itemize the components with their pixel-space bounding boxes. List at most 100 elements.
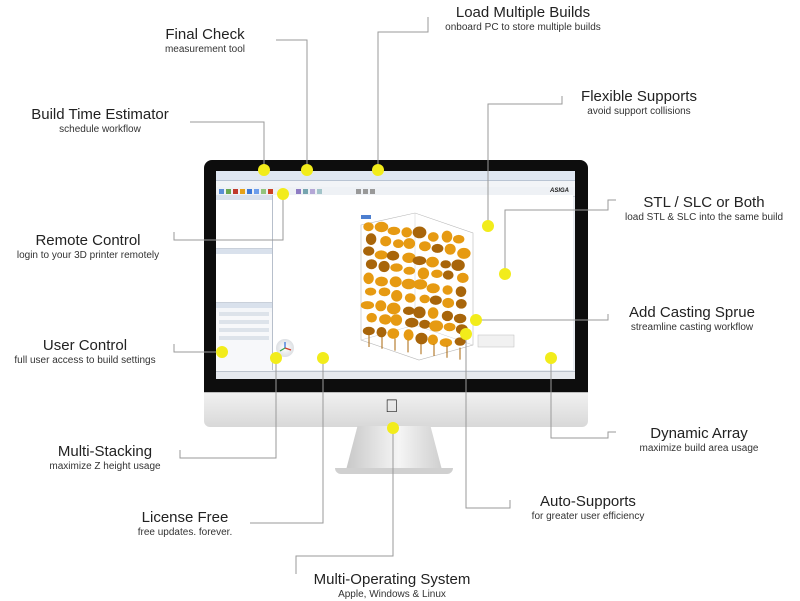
- toolbar-stop-icon[interactable]: [268, 189, 273, 194]
- printed-part: [413, 279, 428, 290]
- toolbar-layout-icon[interactable]: [261, 189, 266, 194]
- toolbar-zoom-in-icon[interactable]: [356, 189, 361, 194]
- marker-license-free[interactable]: [317, 352, 329, 364]
- printed-part: [389, 276, 402, 288]
- printed-part: [429, 295, 442, 305]
- printed-part: [419, 294, 430, 304]
- properties-pane[interactable]: [216, 254, 272, 303]
- callout-subtitle: maximize build area usage: [639, 443, 759, 454]
- callout-load-multiple-builds: Load Multiple Builds onboard PC to store…: [418, 4, 628, 34]
- toolbar-slice-icon[interactable]: [247, 189, 252, 194]
- marker-load-builds[interactable]: [372, 164, 384, 176]
- printed-part: [378, 260, 390, 273]
- callout-title: Multi-Stacking: [57, 443, 153, 460]
- printed-part: [453, 313, 467, 324]
- marker-stl-slc[interactable]: [499, 268, 511, 280]
- build-tree-header: [216, 195, 272, 200]
- callout-title: User Control: [42, 337, 128, 354]
- printed-part: [454, 337, 466, 346]
- callout-multi-operating-system: Multi-Operating System Apple, Windows & …: [292, 571, 492, 601]
- transform-field[interactable]: [219, 336, 269, 340]
- marker-dynamic-array[interactable]: [545, 352, 557, 364]
- toolbar-rotate-icon[interactable]: [303, 189, 308, 194]
- callout-title: Add Casting Sprue: [629, 304, 755, 321]
- orientation-axes-icon: [279, 342, 292, 352]
- marker-user-control[interactable]: [216, 346, 228, 358]
- axis-marker: [361, 215, 371, 219]
- printed-part: [363, 222, 374, 232]
- orientation-gizmo[interactable]: [276, 339, 294, 357]
- toolbar-support-icon[interactable]: [240, 189, 245, 194]
- transform-field[interactable]: [219, 328, 269, 332]
- marker-remote-control[interactable]: [277, 188, 289, 200]
- marker-auto-supports[interactable]: [460, 328, 472, 340]
- callout-title: Final Check: [165, 26, 245, 43]
- transform-pane[interactable]: [216, 312, 272, 372]
- toolbar-scale-icon[interactable]: [310, 189, 315, 194]
- printed-part: [403, 266, 416, 275]
- callout-subtitle: onboard PC to store multiple builds: [445, 22, 601, 33]
- marker-casting-sprue[interactable]: [470, 314, 482, 326]
- toolbar-move-icon[interactable]: [317, 189, 322, 194]
- callout-subtitle: Apple, Windows & Linux: [338, 589, 446, 600]
- toolbar-zoom-out-icon[interactable]: [363, 189, 368, 194]
- printed-part: [413, 306, 426, 319]
- printed-part: [442, 297, 455, 309]
- toolbar-fit-icon[interactable]: [370, 189, 375, 194]
- callout-title: Build Time Estimator: [31, 106, 169, 123]
- printed-part: [378, 287, 391, 297]
- leader-user-control: [173, 344, 222, 353]
- marker-multi-stacking[interactable]: [270, 352, 282, 364]
- marker-flexible-supports[interactable]: [482, 220, 494, 232]
- printed-part: [393, 239, 404, 248]
- printed-part: [455, 299, 467, 309]
- leader-license-free: [250, 358, 324, 524]
- marker-final-check[interactable]: [301, 164, 313, 176]
- callout-subtitle: load STL & SLC into the same build: [624, 212, 784, 223]
- marker-build-time[interactable]: [258, 164, 270, 176]
- printed-part: [427, 334, 438, 346]
- 3d-viewport[interactable]: [273, 195, 573, 370]
- build-tree-pane[interactable]: [216, 200, 272, 249]
- toolbar-view-icon[interactable]: [296, 189, 301, 194]
- toolbar-delete-icon[interactable]: [233, 189, 238, 194]
- printed-part: [415, 332, 428, 345]
- printed-part: [363, 272, 374, 285]
- toolbar-open-icon[interactable]: [219, 189, 224, 194]
- leader-multi-os: [295, 428, 394, 574]
- printed-part: [374, 221, 389, 233]
- toolbar-print-icon[interactable]: [254, 189, 259, 194]
- printed-part: [412, 226, 427, 239]
- stacked-parts[interactable]: [360, 221, 471, 360]
- leader-flexible-supports: [487, 96, 563, 226]
- transform-field[interactable]: [219, 312, 269, 316]
- callout-dynamic-array: Dynamic Array maximize build area usage: [614, 425, 784, 455]
- callout-user-control: User Control full user access to build s…: [0, 337, 170, 367]
- printed-part: [363, 246, 375, 256]
- printed-part: [387, 226, 401, 236]
- printed-part: [362, 326, 375, 336]
- callout-subtitle: free updates. forever.: [137, 527, 233, 538]
- callout-flexible-supports: Flexible Supports avoid support collisio…: [554, 88, 724, 118]
- printed-part: [365, 259, 378, 270]
- printed-part: [390, 263, 403, 272]
- callout-add-casting-sprue: Add Casting Sprue streamline casting wor…: [604, 304, 780, 334]
- printed-part: [403, 238, 416, 249]
- printed-part: [441, 230, 453, 243]
- marker-multi-os[interactable]: [387, 422, 399, 434]
- callout-subtitle: measurement tool: [164, 44, 246, 55]
- printed-part: [404, 293, 416, 303]
- leader-multi-stacking: [179, 358, 277, 459]
- callout-license-free: License Free free updates. forever.: [120, 509, 250, 539]
- printed-part: [374, 250, 388, 260]
- callout-subtitle: schedule workflow: [59, 124, 141, 135]
- printed-part: [442, 285, 453, 295]
- left-side-panel: [216, 195, 273, 372]
- printed-part: [379, 314, 392, 325]
- apple-logo-icon: : [385, 397, 399, 415]
- transform-field[interactable]: [219, 320, 269, 324]
- printed-part: [401, 278, 416, 290]
- toolbar-save-icon[interactable]: [226, 189, 231, 194]
- callout-subtitle: full user access to build settings: [14, 355, 156, 366]
- monitor-chin: [204, 392, 588, 427]
